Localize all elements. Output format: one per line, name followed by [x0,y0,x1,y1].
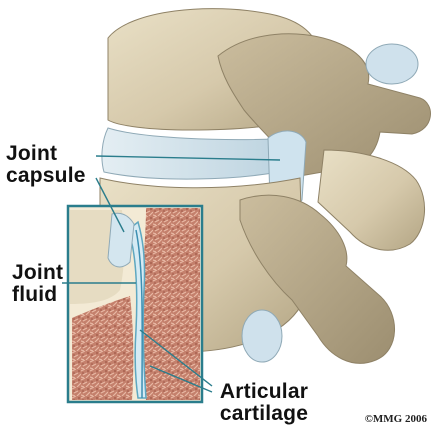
label-articular-cartilage-line2: cartilage [208,403,320,425]
label-articular-cartilage-line1: Articular [208,381,320,403]
inset-joint-capsule [108,213,134,267]
label-joint-capsule: Joint capsule [6,143,86,187]
inset-right-cancellous [141,208,200,400]
label-joint-capsule-line2: capsule [6,165,86,187]
label-joint-fluid-line2: fluid [12,284,63,306]
inset-cross-section [68,206,202,402]
label-joint-fluid: Joint fluid [12,262,63,306]
transverse-process-cap-upper [366,44,418,84]
transverse-process-cap-lower [242,310,282,362]
label-joint-fluid-line1: Joint [12,262,63,284]
label-joint-capsule-line1: Joint [6,143,86,165]
label-articular-cartilage: Articular cartilage [208,381,320,425]
copyright-notice: ©MMG 2006 [365,413,427,425]
